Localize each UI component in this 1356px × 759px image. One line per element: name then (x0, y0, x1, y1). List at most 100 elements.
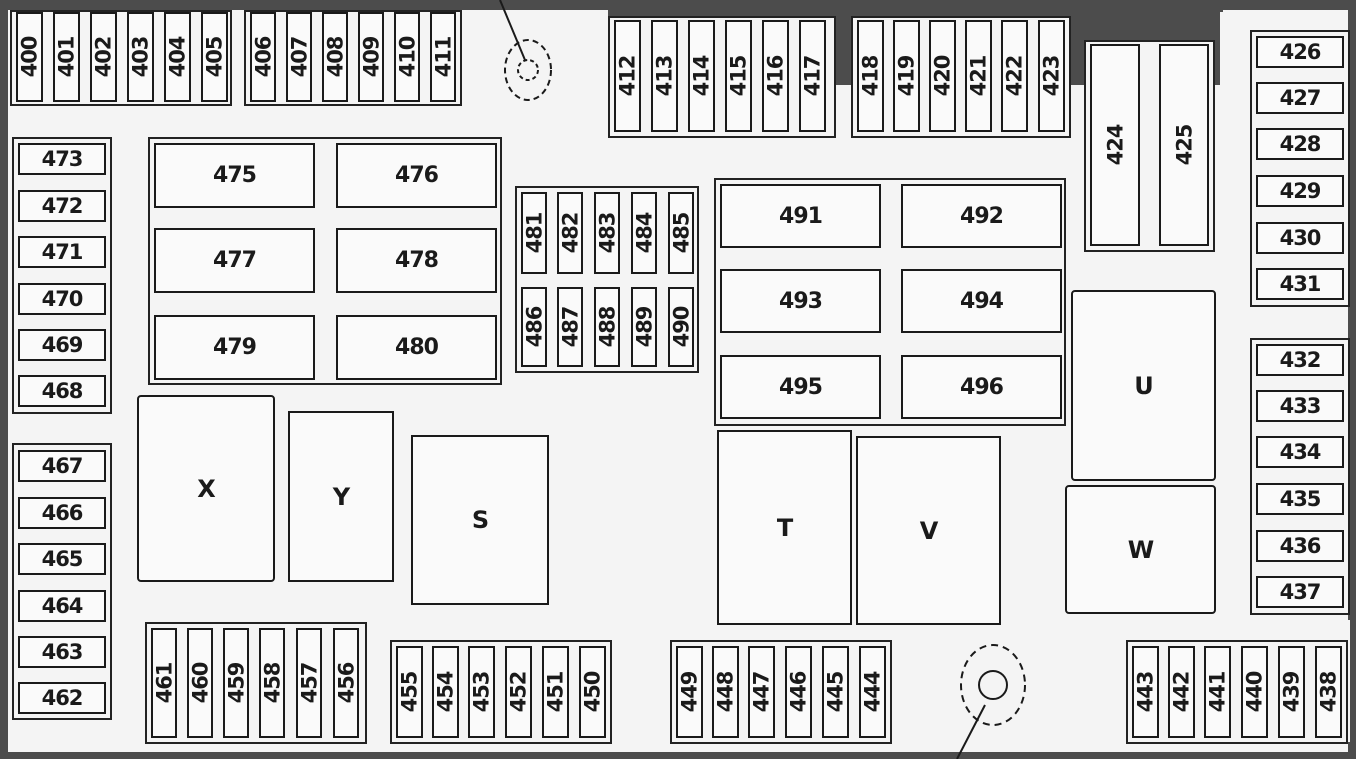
fuse[interactable]: 405 (201, 12, 228, 102)
fuse[interactable]: 455 (396, 646, 423, 738)
fuse[interactable]: 417 (799, 20, 826, 132)
fuse[interactable]: 408 (322, 12, 348, 102)
fuse[interactable]: 453 (468, 646, 495, 738)
fuse[interactable]: 421 (965, 20, 992, 132)
fuse[interactable]: 400 (16, 12, 43, 102)
fuse[interactable]: 410 (394, 12, 420, 102)
relay-y[interactable]: Y (288, 411, 394, 582)
fuse[interactable]: 488 (594, 287, 620, 367)
fuse[interactable]: 414 (688, 20, 715, 132)
relay-s[interactable]: S (411, 435, 549, 605)
fuse[interactable]: 429 (1256, 175, 1344, 207)
fuse[interactable]: 460 (187, 628, 213, 738)
fuse[interactable]: 431 (1256, 268, 1344, 300)
fuse[interactable]: 473 (18, 143, 106, 175)
fuse[interactable]: 411 (430, 12, 456, 102)
relay[interactable]: 477 (154, 228, 315, 293)
relay[interactable]: 479 (154, 315, 315, 380)
relay[interactable]: 476 (336, 143, 497, 208)
fuse[interactable]: 451 (542, 646, 569, 738)
fuse[interactable]: 418 (857, 20, 884, 132)
fuse[interactable]: 415 (725, 20, 752, 132)
fuse[interactable]: 485 (668, 192, 694, 274)
fuse[interactable]: 445 (822, 646, 849, 738)
fuse[interactable]: 436 (1256, 530, 1344, 562)
fuse[interactable]: 409 (358, 12, 384, 102)
fuse[interactable]: 402 (90, 12, 117, 102)
fuse[interactable]: 441 (1204, 646, 1231, 738)
fuse[interactable]: 456 (333, 628, 359, 738)
relay[interactable]: 495 (720, 355, 881, 419)
relay-x[interactable]: X (137, 395, 275, 582)
fuse[interactable]: 466 (18, 497, 106, 529)
relay[interactable]: 496 (901, 355, 1062, 419)
fuse[interactable]: 424 (1090, 44, 1140, 246)
fuse[interactable]: 454 (432, 646, 459, 738)
fuse[interactable]: 426 (1256, 36, 1344, 68)
relay-w[interactable]: W (1065, 485, 1216, 614)
fuse[interactable]: 471 (18, 236, 106, 268)
fuse[interactable]: 447 (748, 646, 775, 738)
fuse[interactable]: 428 (1256, 128, 1344, 160)
fuse[interactable]: 427 (1256, 82, 1344, 114)
relay[interactable]: 491 (720, 184, 881, 248)
fuse[interactable]: 465 (18, 543, 106, 575)
fuse[interactable]: 406 (250, 12, 276, 102)
fuse[interactable]: 438 (1315, 646, 1342, 738)
fuse[interactable]: 403 (127, 12, 154, 102)
fuse[interactable]: 401 (53, 12, 80, 102)
fuse[interactable]: 464 (18, 590, 106, 622)
fuse[interactable]: 442 (1168, 646, 1195, 738)
fuse[interactable]: 470 (18, 283, 106, 315)
fuse[interactable]: 420 (929, 20, 956, 132)
fuse[interactable]: 449 (676, 646, 703, 738)
fuse[interactable]: 444 (859, 646, 886, 738)
fuse[interactable]: 459 (223, 628, 249, 738)
fuse[interactable]: 462 (18, 682, 106, 714)
fuse[interactable]: 439 (1278, 646, 1305, 738)
fuse[interactable]: 430 (1256, 222, 1344, 254)
fuse[interactable]: 440 (1241, 646, 1268, 738)
fuse[interactable]: 489 (631, 287, 657, 367)
fuse[interactable]: 490 (668, 287, 694, 367)
fuse[interactable]: 433 (1256, 390, 1344, 422)
fuse[interactable]: 468 (18, 375, 106, 407)
fuse[interactable]: 437 (1256, 576, 1344, 608)
fuse[interactable]: 450 (579, 646, 606, 738)
fuse[interactable]: 448 (712, 646, 739, 738)
relay[interactable]: 480 (336, 315, 497, 380)
fuse[interactable]: 467 (18, 450, 106, 482)
relay[interactable]: 493 (720, 269, 881, 333)
fuse[interactable]: 458 (259, 628, 285, 738)
fuse[interactable]: 486 (521, 287, 547, 367)
fuse[interactable]: 481 (521, 192, 547, 274)
fuse[interactable]: 461 (151, 628, 177, 738)
fuse[interactable]: 422 (1001, 20, 1028, 132)
fuse[interactable]: 452 (505, 646, 532, 738)
fuse[interactable]: 435 (1256, 483, 1344, 515)
fuse[interactable]: 412 (614, 20, 641, 132)
relay[interactable]: 492 (901, 184, 1062, 248)
fuse[interactable]: 457 (296, 628, 322, 738)
fuse[interactable]: 407 (286, 12, 312, 102)
relay[interactable]: 478 (336, 228, 497, 293)
fuse[interactable]: 487 (557, 287, 583, 367)
relay-u[interactable]: U (1071, 290, 1216, 481)
fuse[interactable]: 419 (893, 20, 920, 132)
fuse[interactable]: 432 (1256, 344, 1344, 376)
fuse[interactable]: 482 (557, 192, 583, 274)
fuse[interactable]: 463 (18, 636, 106, 668)
fuse[interactable]: 446 (785, 646, 812, 738)
fuse[interactable]: 484 (631, 192, 657, 274)
relay[interactable]: 475 (154, 143, 315, 208)
fuse[interactable]: 434 (1256, 436, 1344, 468)
fuse[interactable]: 472 (18, 190, 106, 222)
fuse[interactable]: 425 (1159, 44, 1209, 246)
fuse[interactable]: 416 (762, 20, 789, 132)
fuse[interactable]: 423 (1038, 20, 1065, 132)
fuse[interactable]: 483 (594, 192, 620, 274)
fuse[interactable]: 443 (1132, 646, 1159, 738)
relay-v[interactable]: V (856, 436, 1001, 625)
fuse[interactable]: 404 (164, 12, 191, 102)
relay-t[interactable]: T (717, 430, 852, 625)
